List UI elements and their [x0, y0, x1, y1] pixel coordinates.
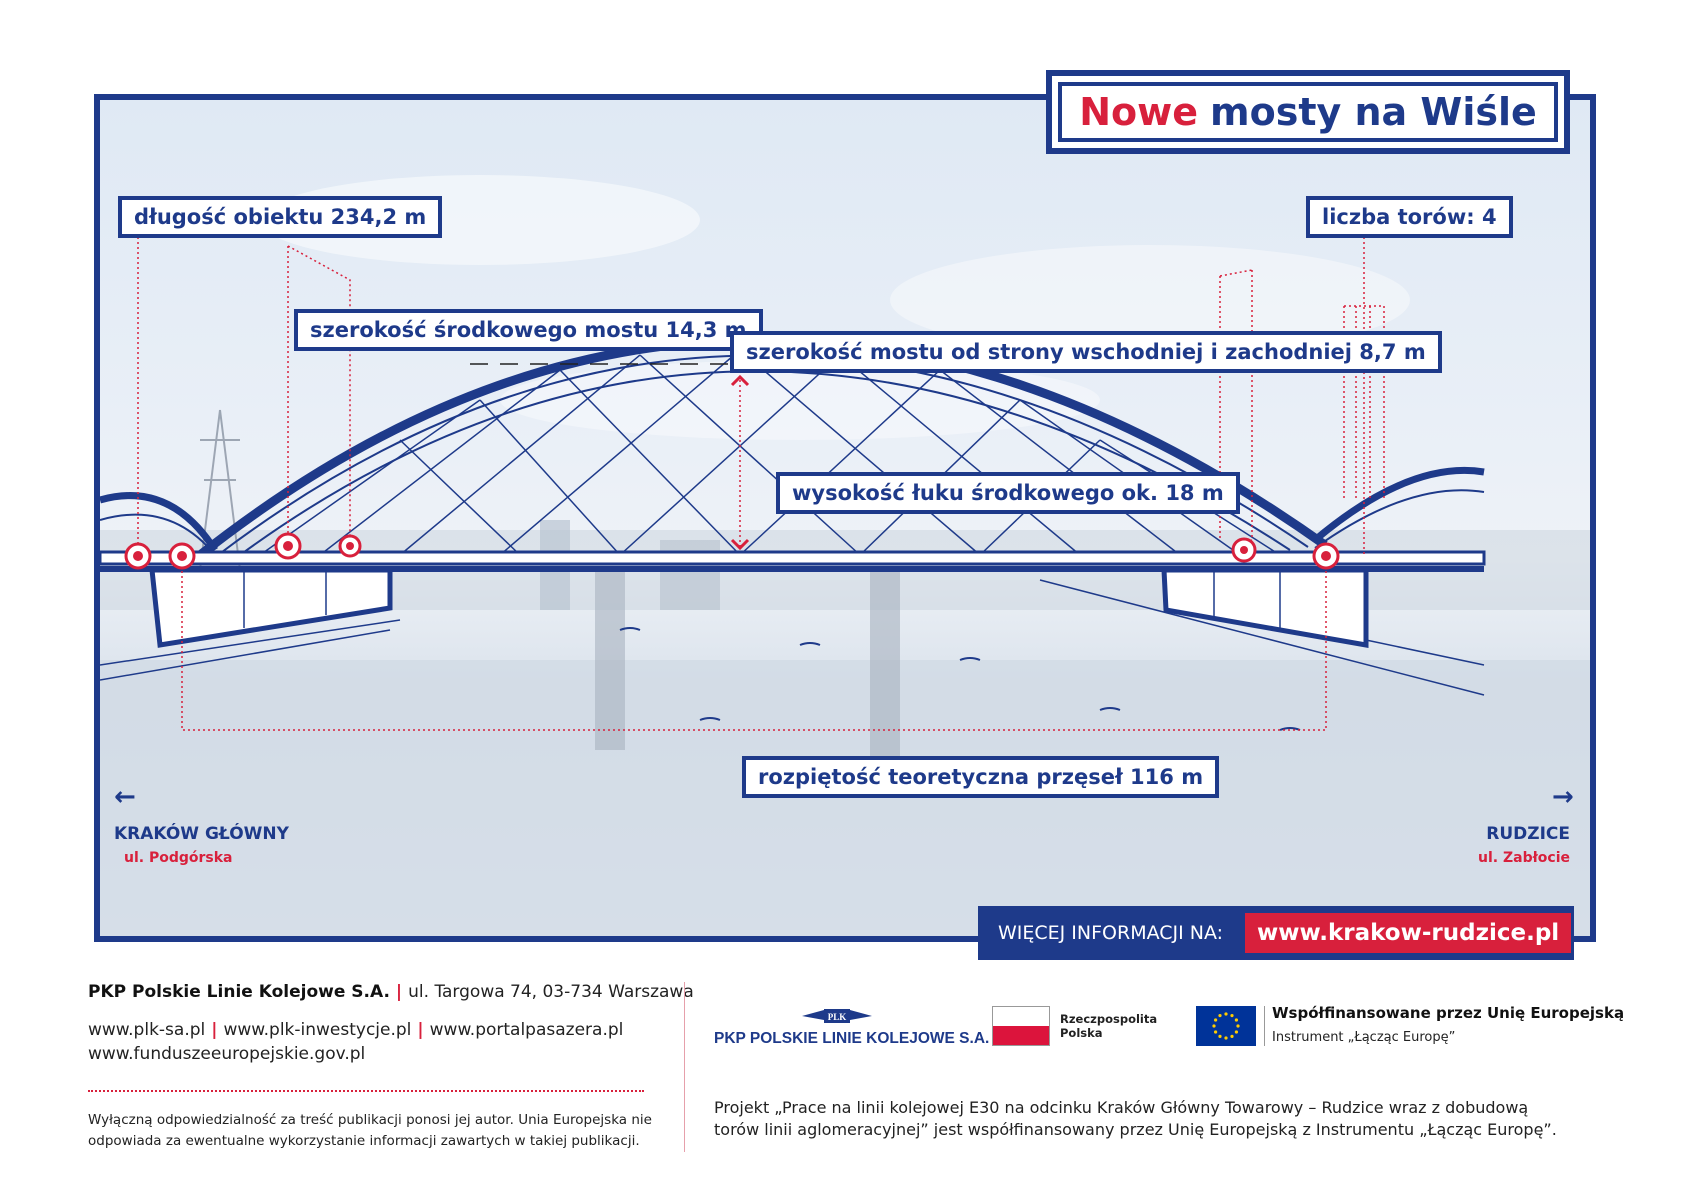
footer-divider-dotted [88, 1090, 644, 1092]
eu-divider [1264, 1006, 1265, 1046]
eu-subtitle: Instrument „Łącząc Europę” [1272, 1030, 1456, 1045]
left-street: ul. Podgórska [124, 850, 233, 866]
plk-logo: PLK PKP POLSKIE LINIE KOLEJOWE S.A. [714, 1006, 989, 1054]
bridge-drawing [100, 175, 1590, 936]
poland-flag-icon [992, 1006, 1050, 1046]
left-arrow-icon: ← [114, 782, 136, 812]
plk-emblem-icon: PLK [802, 1009, 872, 1023]
eu-title: Współfinansowane przez Unię Europejską [1272, 1004, 1625, 1022]
rp-line-1: Rzeczpospolita [1060, 1012, 1158, 1026]
link-plk-inwestycje[interactable]: www.plk-inwestycje.pl [223, 1020, 412, 1040]
link-fundusze[interactable]: www.funduszeeuropejskie.gov.pl [88, 1044, 366, 1064]
side-width-label: szerokość mostu od strony wschodniej i z… [730, 331, 1442, 373]
title-highlight: Nowe [1079, 90, 1198, 134]
company-address: ul. Targowa 74, 03-734 Warszawa [408, 982, 694, 1002]
title-rest: mosty na Wiśle [1210, 90, 1537, 134]
disclaimer-line-1: Wyłączną odpowiedzialność za treść publi… [88, 1112, 652, 1128]
tracks-label: liczba torów: 4 [1306, 196, 1513, 238]
arch-height-label: wysokość łuku środkowego ok. 18 m [776, 472, 1240, 514]
project-line-2: torów linii aglomeracyjnej” jest współfi… [714, 1120, 1557, 1139]
length-label: długość obiektu 234,2 m [118, 196, 443, 238]
middle-width-label: szerokość środkowego mostu 14,3 m [294, 309, 763, 351]
right-street: ul. Zabłocie [1478, 850, 1570, 866]
disclaimer-line-2: odpowiada za ewentualne wykorzystanie in… [88, 1133, 640, 1149]
left-city: KRAKÓW GŁÓWNY [114, 824, 289, 844]
footer-links-line: www.plk-sa.pl|www.plk-inwestycje.pl|www.… [88, 1020, 624, 1040]
eu-flag-icon [1196, 1006, 1256, 1046]
info-url-link[interactable]: www.krakow-rudzice.pl [1245, 913, 1572, 953]
link-plk-sa[interactable]: www.plk-sa.pl [88, 1020, 206, 1040]
info-bar: WIĘCEJ INFORMACJI NA: www.krakow-rudzice… [978, 906, 1574, 960]
link-portalpasazera[interactable]: www.portalpasazera.pl [429, 1020, 624, 1040]
info-text: WIĘCEJ INFORMACJI NA: [998, 922, 1224, 944]
company-name: PKP Polskie Linie Kolejowe S.A. [88, 982, 390, 1002]
footer-company-line: PKP Polskie Linie Kolejowe S.A.|ul. Targ… [88, 982, 694, 1002]
project-line-1: Projekt „Prace na linii kolejowej E30 na… [714, 1098, 1529, 1117]
footer-vertical-divider [684, 982, 685, 1152]
right-city: RUDZICE [1486, 824, 1570, 844]
span-label: rozpiętość teoretyczna przęseł 116 m [742, 756, 1220, 798]
rp-line-2: Polska [1060, 1026, 1103, 1040]
plk-emblem-text: PLK [828, 1012, 847, 1022]
page-title: Nowe mosty na Wiśle [1058, 82, 1558, 142]
right-arrow-icon: → [1552, 782, 1574, 812]
rp-text: Rzeczpospolita Polska [1060, 1012, 1157, 1040]
plk-logo-text: PKP POLSKIE LINIE KOLEJOWE S.A. [714, 1030, 990, 1047]
title-box: Nowe mosty na Wiśle [1046, 70, 1570, 154]
